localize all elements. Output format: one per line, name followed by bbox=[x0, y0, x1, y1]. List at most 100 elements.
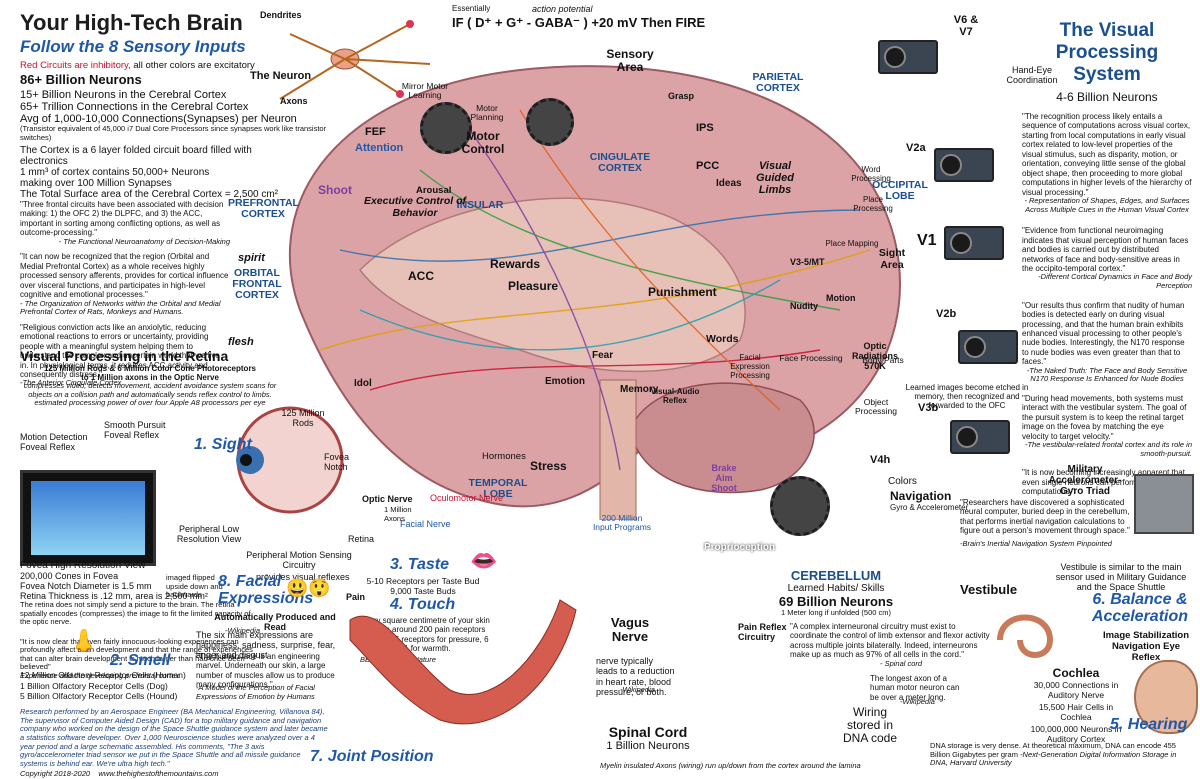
cortex-layers: The Cortex is a 6 layer folded circuit b… bbox=[20, 145, 252, 168]
peripheral-motion-label: Peripheral Motion Sensing Circuitry bbox=[246, 550, 352, 571]
insular-label: INSULAR bbox=[456, 199, 504, 211]
v4h-label: V4h bbox=[870, 454, 891, 466]
vestibule-note: Vestibule is similar to the main sensor … bbox=[1055, 562, 1187, 592]
cortex-neurons: 15+ Billion Neurons in the Cerebral Cort… bbox=[20, 89, 227, 101]
optic-nerve-label: Optic Nerve bbox=[362, 494, 413, 504]
emoji-faces-icon: 😃😲 bbox=[286, 578, 331, 598]
sensory-gear-icon bbox=[526, 98, 574, 146]
balance-title: 6. Balance & Acceleration bbox=[1091, 591, 1189, 625]
motion-label: Motion bbox=[826, 293, 856, 303]
place-processing-label: Place Processing bbox=[853, 195, 893, 213]
retina-note: The retina does not simply send a pictur… bbox=[20, 600, 251, 627]
smell-block: 12 Million Olfactory Receptor Cells (Hum… bbox=[20, 670, 200, 702]
flesh-label: flesh bbox=[228, 336, 254, 348]
brainstem-shape bbox=[599, 379, 637, 520]
hair-cells: 15,500 Hair Cells in Cochlea bbox=[1038, 702, 1114, 722]
neuroimaging-quote: "Evidence from functional neuroimaging i… bbox=[1022, 226, 1189, 273]
neuron-illustration bbox=[279, 20, 431, 100]
page-subtitle: Follow the 8 Sensory Inputs bbox=[20, 37, 246, 56]
idol-label: Idol bbox=[354, 378, 372, 389]
sensory-area-label: Sensory Area bbox=[606, 47, 654, 74]
temporal-label: TEMPORAL LOBE bbox=[468, 477, 528, 501]
punishment-label: Punishment bbox=[648, 285, 717, 299]
v1-processor-icon bbox=[944, 226, 1004, 260]
shoot-label: Shoot bbox=[318, 183, 352, 197]
formula-essentially: Essentially bbox=[452, 4, 491, 13]
axon-note: The longest axon of a human motor neuron… bbox=[870, 674, 960, 702]
visual-limbs-label: Visual Guided Limbs bbox=[756, 160, 794, 197]
memory-label: Memory bbox=[620, 384, 659, 395]
facial-desc: The six main expressions are happiness, … bbox=[196, 630, 336, 660]
spinal-title: Spinal Cord bbox=[608, 724, 688, 740]
visual-audio-label: Visual-Audio Reflex bbox=[650, 387, 700, 405]
retina-title: Visual Processing in the Retina bbox=[20, 348, 229, 364]
single-neuron-quote: "It is now becoming increasingly apparen… bbox=[1022, 468, 1185, 497]
quote-orbital-source: - The Organization of Networks within th… bbox=[20, 298, 221, 317]
decision-quotes: "Three frontal circuits have been associ… bbox=[20, 200, 230, 388]
sight-area-label: Sight Area bbox=[878, 247, 906, 271]
nudity-quote: "Our results thus confirm that nudity of… bbox=[1022, 300, 1185, 367]
legend-excitatory: all other colors are excitatory bbox=[130, 60, 255, 71]
visual-system-title: The Visual Processing System bbox=[1055, 20, 1159, 85]
arousal-label: Arousal bbox=[416, 185, 452, 196]
fear-label: Fear bbox=[592, 350, 614, 361]
spinal-neurons: 1 Billion Neurons bbox=[606, 740, 690, 752]
cingulate-label: CINGULATE CORTEX bbox=[589, 151, 651, 175]
ips-label: IPS bbox=[696, 122, 714, 134]
inner-brain bbox=[359, 197, 746, 373]
cortex-synapses: making over 100 Million Synapses bbox=[20, 178, 172, 190]
stress-label: Stress bbox=[530, 459, 567, 473]
taste-receptors: 5-10 Receptors per Taste Bud bbox=[366, 576, 480, 586]
formula-action-potential: action potential bbox=[532, 4, 593, 14]
v2a-label: V2a bbox=[906, 142, 926, 154]
cerebellum-meter: 1 Meter long if unfolded (500 cm) bbox=[780, 608, 892, 617]
dna-note-source: -Next-Generation Digital Information Sto… bbox=[930, 749, 1177, 768]
retina-note-source: -Wikipedia bbox=[225, 625, 260, 635]
sight-title: 1. Sight bbox=[194, 436, 252, 453]
facial-expr-proc-label: Facial Expression Processing bbox=[730, 353, 770, 380]
v3b-processor-icon bbox=[950, 420, 1010, 454]
header-block: Your High-Tech Brain Follow the 8 Sensor… bbox=[20, 10, 270, 71]
facial-nerve-label: Facial Nerve bbox=[400, 519, 451, 529]
copyright-label: Copyright 2018-2020 bbox=[20, 769, 91, 779]
face-processing-label: Face Processing bbox=[779, 353, 843, 363]
quote-frontal: "Three frontal circuits have been associ… bbox=[20, 200, 224, 238]
lips-icon: 👄 bbox=[470, 548, 498, 573]
neuron-dendrites: Dendrites bbox=[260, 10, 302, 20]
quote-frontal-source: - The Functional Neuroanatomy of Decisio… bbox=[58, 236, 230, 246]
acc-label: ACC bbox=[408, 269, 434, 283]
navigation-source: -Brain's Inertial Navigation System Pinp… bbox=[960, 539, 1112, 548]
prefrontal-label: PREFRONTAL CORTEX bbox=[228, 197, 299, 221]
vagus-title: Vagus Nerve bbox=[610, 615, 650, 644]
retina-desc: compresses video, detects movement, acci… bbox=[23, 381, 277, 399]
cortex-connections: 65+ Trillion Connections in the Cerebral… bbox=[20, 101, 249, 113]
nose-icon: 👃 bbox=[70, 628, 98, 653]
fovea-high-label: Fovea High Resolution View bbox=[20, 560, 146, 571]
vagus-desc: nerve typically leads to a reduction in … bbox=[596, 656, 675, 698]
input-programs-label: 200 Million Input Programs bbox=[592, 513, 652, 533]
visual-reflexes-label: provides visual reflexes bbox=[256, 572, 350, 582]
nudity-source: -The Naked Truth: The Face and Body Sens… bbox=[1026, 365, 1188, 384]
neuron-stats: 86+ Billion Neurons 15+ Billion Neurons … bbox=[20, 72, 350, 200]
fef-label: FEF bbox=[365, 126, 386, 138]
notch-diameter-label: Fovea Notch Diameter is 1.5 mm bbox=[20, 581, 152, 591]
page-title: Your High-Tech Brain bbox=[20, 10, 243, 35]
site-link[interactable]: www.thehighestofthemountains.com bbox=[98, 769, 219, 779]
cochlea-label: Cochlea bbox=[1052, 666, 1100, 680]
retina-sub1: 125 Million Rods & 6 Million Color Cone … bbox=[43, 364, 257, 373]
optic-axons-label: 1 Million Axons bbox=[384, 505, 412, 523]
recognition-source: - Representation of Shapes, Edges, and S… bbox=[1024, 195, 1190, 214]
retina-power: estimated processing power of over four … bbox=[34, 398, 266, 408]
neuron-axons: Axons bbox=[280, 96, 308, 106]
neural-pathways bbox=[319, 109, 871, 471]
credits-text: Research performed by an Aerospace Engin… bbox=[20, 707, 328, 768]
gyro-triad-icon bbox=[1134, 474, 1194, 534]
hearing-title: 5. Hearing bbox=[1110, 716, 1188, 733]
smell-human: 12 Million Olfactory Receptor Cells (Hum… bbox=[20, 670, 186, 680]
grasp-label: Grasp bbox=[668, 91, 695, 101]
oculomotor-label: Oculomotor Nerve bbox=[430, 493, 504, 503]
dna-title: Wiring stored in DNA code bbox=[842, 705, 898, 746]
facial-quote: "The human face is an engineering marvel… bbox=[196, 652, 335, 690]
learned-habits: Learned Habits/ Skills bbox=[787, 583, 885, 594]
credits-block: Research performed by an Aerospace Engin… bbox=[20, 707, 330, 779]
